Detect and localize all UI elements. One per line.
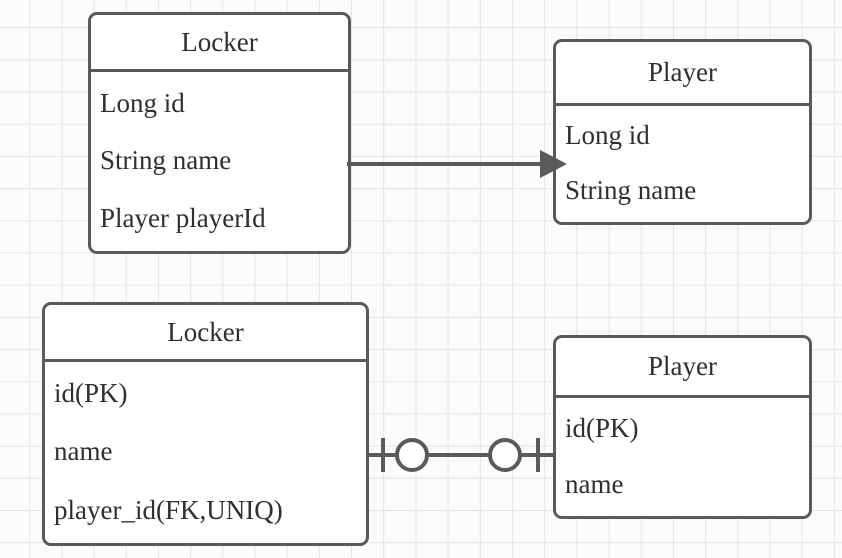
arrowhead-icon	[540, 150, 567, 178]
entity-field: name	[565, 468, 624, 499]
entity-field: player_id(FK,UNIQ)	[54, 494, 283, 525]
connector-association-arrow[interactable]	[345, 140, 567, 190]
entity-title-locker-table: Locker	[45, 305, 366, 362]
entity-field-list-player-class: Long id String name	[556, 106, 809, 222]
entity-field-list-player-table: id(PK) name	[556, 398, 809, 516]
entity-field: String name	[100, 145, 232, 176]
entity-title-player-class: Player	[556, 42, 809, 106]
entity-field-list-locker-table: id(PK) name player_id(FK,UNIQ)	[45, 362, 366, 543]
entity-box-player-class[interactable]: Player Long id String name	[553, 39, 812, 225]
entity-field: name	[54, 436, 113, 467]
entity-box-player-table[interactable]: Player id(PK) name	[553, 335, 812, 519]
connector-one-to-one[interactable]	[360, 425, 560, 487]
entity-box-locker-class[interactable]: Locker Long id String name Player player…	[88, 12, 351, 254]
entity-field: Long id	[565, 120, 650, 151]
entity-field: id(PK)	[54, 377, 128, 408]
entity-field-list-locker-class: Long id String name Player playerId	[91, 72, 348, 251]
entity-box-locker-table[interactable]: Locker id(PK) name player_id(FK,UNIQ)	[42, 302, 369, 546]
circle-marker-right-icon	[488, 438, 522, 472]
circle-marker-left-icon	[395, 438, 429, 472]
entity-title-player-table: Player	[556, 338, 809, 398]
entity-field: Player playerId	[100, 202, 266, 233]
entity-field: Long id	[100, 87, 185, 118]
entity-field: id(PK)	[565, 412, 639, 443]
entity-field: String name	[565, 175, 697, 206]
entity-title-locker-class: Locker	[91, 15, 348, 72]
